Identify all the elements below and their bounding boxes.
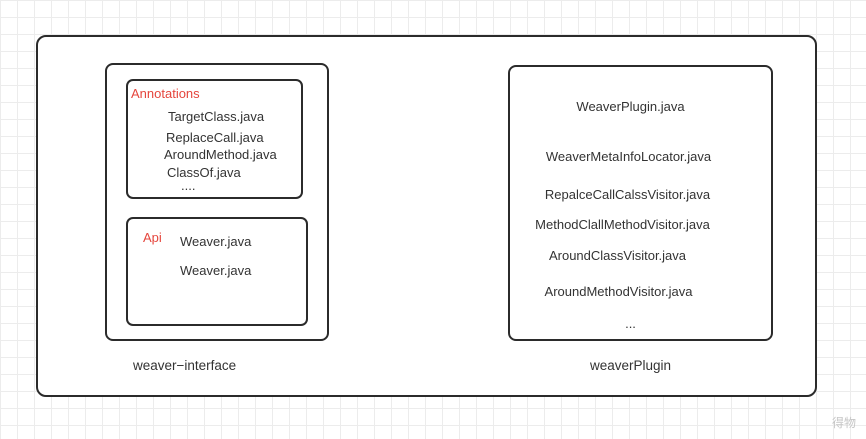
weaver-plugin-label: weaverPlugin xyxy=(590,358,672,373)
annotations-file-item: ClassOf.java xyxy=(167,165,241,180)
plugin-file-item: WeaverPlugin.java xyxy=(576,99,685,114)
annotations-box-title: Annotations xyxy=(131,86,200,101)
annotations-file-item: TargetClass.java xyxy=(168,109,265,124)
annotations-file-item: AroundMethod.java xyxy=(164,147,277,162)
weaver-interface-label: weaver−interface xyxy=(133,358,237,373)
annotations-box: Annotations TargetClass.java ReplaceCall… xyxy=(126,79,303,199)
weaver-plugin-module-box: WeaverPlugin.java WeaverMetaInfoLocator.… xyxy=(508,65,773,341)
plugin-file-item: AroundClassVisitor.java xyxy=(548,248,687,263)
plugin-file-item: WeaverMetaInfoLocator.java xyxy=(545,149,712,164)
annotations-file-item: ReplaceCall.java xyxy=(166,130,264,145)
plugin-file-item: AroundMethodVisitor.java xyxy=(544,284,693,299)
api-box-title: Api xyxy=(143,230,162,245)
annotations-ellipsis: .... xyxy=(181,178,196,193)
dewu-watermark: 得物 xyxy=(832,416,857,430)
plugin-file-item: RepalceCallCalssVisitor.java xyxy=(544,187,711,202)
api-box: Api Weaver.java Weaver.java xyxy=(126,217,308,326)
plugin-ellipsis: ... xyxy=(625,316,636,331)
plugin-file-item: MethodClallMethodVisitor.java xyxy=(535,217,710,232)
api-file-item: Weaver.java xyxy=(180,234,252,249)
api-file-item: Weaver.java xyxy=(180,263,252,278)
